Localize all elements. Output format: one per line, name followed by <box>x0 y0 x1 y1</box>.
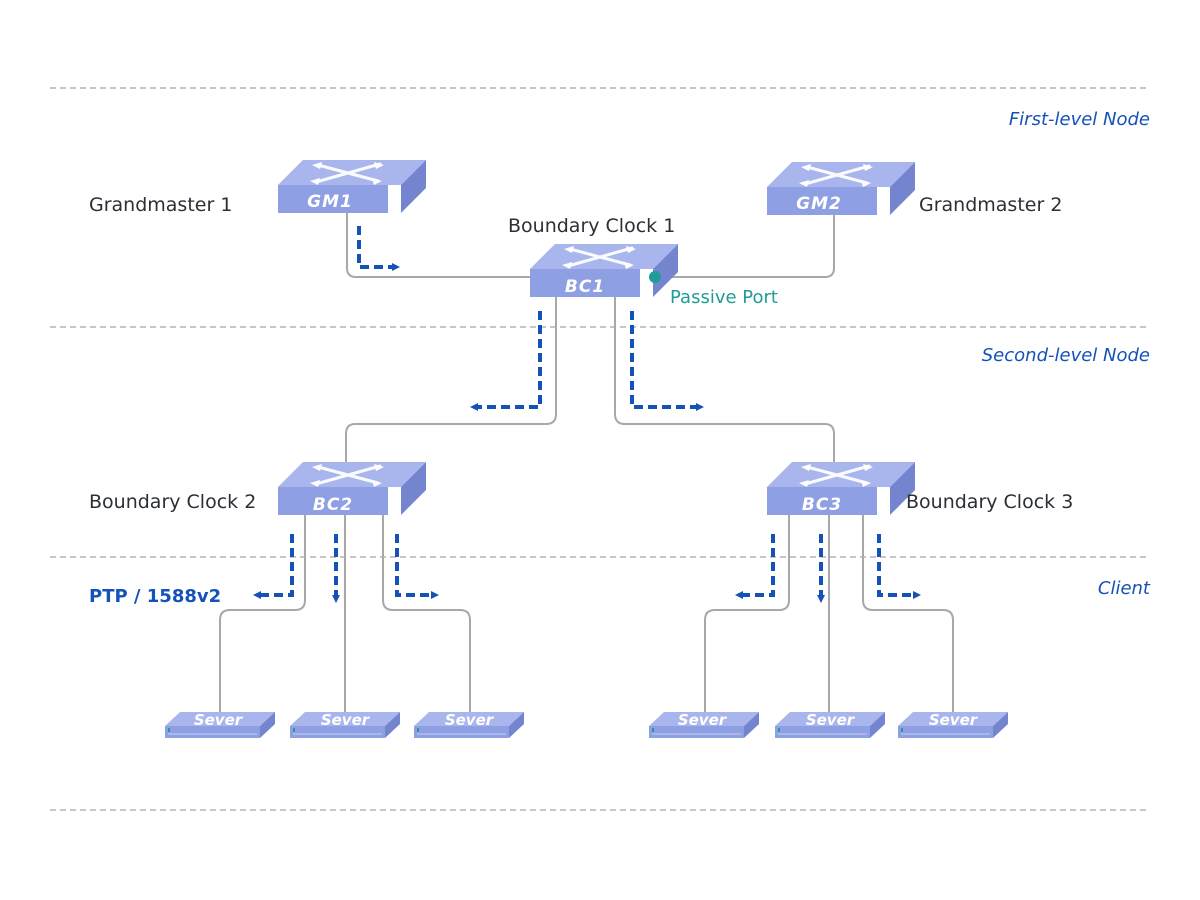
tier-dividers <box>50 87 1150 811</box>
sync-arrow-bc3-right <box>877 534 921 599</box>
label-boundary-clock-1: Boundary Clock 1 <box>508 215 675 237</box>
sync-arrow-gm1 <box>357 226 400 271</box>
server-2[interactable]: Sever <box>289 711 401 739</box>
link-bc1-bc2 <box>345 296 557 462</box>
switch-bc1[interactable]: BC1 <box>528 242 680 299</box>
device-label-gm2: GM2 <box>796 194 842 214</box>
link-gm2-bc1 <box>655 213 835 278</box>
server-3[interactable]: Sever <box>413 711 525 739</box>
label-grandmaster-2: Grandmaster 2 <box>919 194 1062 216</box>
switch-gm2[interactable]: GM2 <box>765 160 917 217</box>
link-gm1-bc1 <box>346 212 530 278</box>
server-1[interactable]: Sever <box>164 711 276 739</box>
server-label: Sever <box>678 711 728 729</box>
link-bc2-srv3 <box>382 515 471 712</box>
server-label: Sever <box>445 711 495 729</box>
server-label: Sever <box>194 711 244 729</box>
tier-label-second: Second-level Node <box>982 345 1150 366</box>
server-label: Sever <box>321 711 371 729</box>
label-boundary-clock-2: Boundary Clock 2 <box>89 491 256 513</box>
link-bc3-srv6 <box>862 515 954 712</box>
label-grandmaster-1: Grandmaster 1 <box>89 194 232 216</box>
tier-label-client: Client <box>1098 578 1151 599</box>
server-6[interactable]: Sever <box>897 711 1009 739</box>
server-4[interactable]: Sever <box>648 711 760 739</box>
passive-port-icon <box>649 271 661 283</box>
server-5[interactable]: Sever <box>774 711 886 739</box>
passive-port-label: Passive Port <box>670 287 778 308</box>
sync-arrow-bc1-left <box>470 311 542 411</box>
sync-arrow-bc3-left <box>735 534 775 599</box>
sync-arrow-bc2-right <box>395 534 439 599</box>
link-bc1-bc3 <box>614 296 835 462</box>
links <box>219 212 954 712</box>
label-protocol: PTP / 1588v2 <box>89 586 221 607</box>
sync-arrow-bc1-right <box>630 311 704 411</box>
link-bc2-srv1 <box>219 515 306 712</box>
switch-bc2[interactable]: BC2 <box>276 460 428 517</box>
device-label-gm1: GM1 <box>307 192 353 212</box>
sync-arrows <box>253 226 921 603</box>
device-label-bc2: BC2 <box>313 495 353 515</box>
server-label: Sever <box>929 711 979 729</box>
link-bc3-srv4 <box>704 515 790 712</box>
tier-label-first: First-level Node <box>1009 109 1150 130</box>
switch-bc3[interactable]: BC3 <box>765 460 917 517</box>
label-boundary-clock-3: Boundary Clock 3 <box>906 491 1073 513</box>
server-label: Sever <box>806 711 856 729</box>
device-label-bc1: BC1 <box>565 277 605 297</box>
device-label-bc3: BC3 <box>802 495 842 515</box>
sync-arrow-bc2-left <box>253 534 294 599</box>
switch-gm1[interactable]: GM1 <box>276 158 428 215</box>
